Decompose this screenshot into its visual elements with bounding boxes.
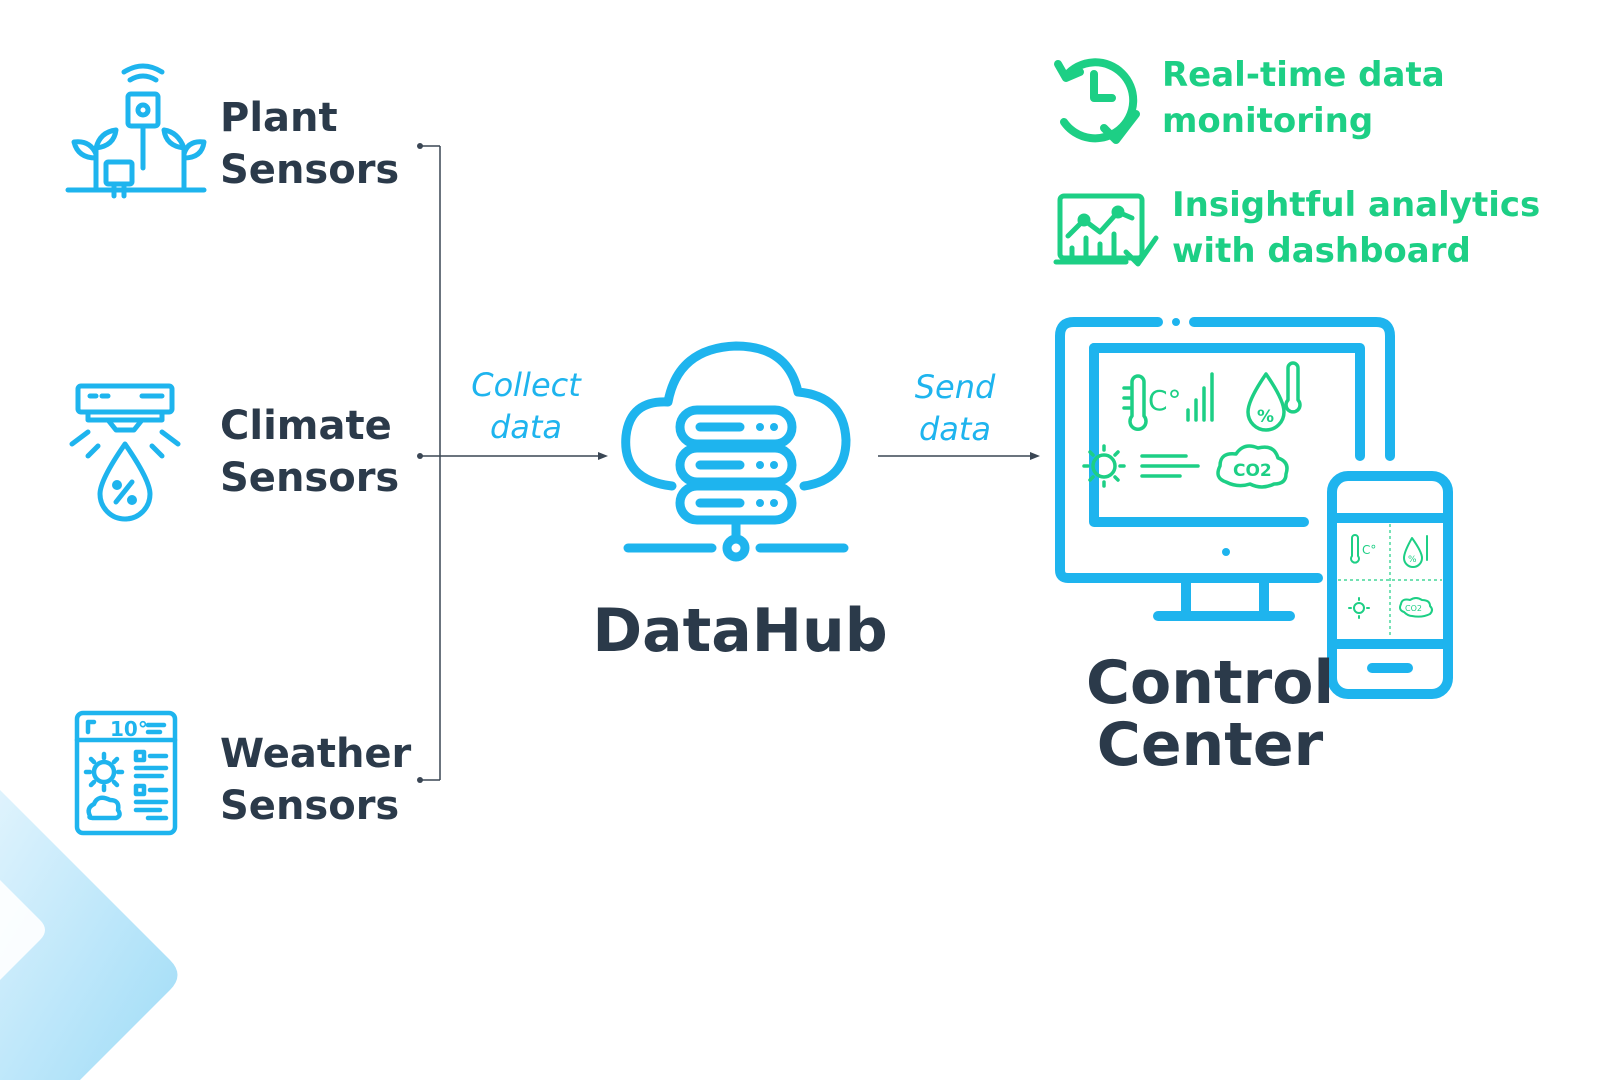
datahub-title: DataHub — [592, 596, 888, 666]
plant-sensor-icon — [65, 63, 207, 199]
climate-sensors-label: Climate Sensors — [220, 403, 400, 501]
analytics-chart-icon — [1053, 193, 1159, 267]
weather-station-icon: 10° — [74, 710, 178, 836]
send-data-label: Send data — [914, 368, 996, 448]
climate-sensor-icon — [69, 383, 181, 522]
collect-data-label: Collect data — [471, 366, 581, 446]
plant-sensors-label: Plant Sensors — [220, 95, 400, 193]
screen-temp-unit: C° — [1148, 384, 1182, 417]
monitor-and-phone-icon: C° % CO2 C° % CO2 — [1055, 317, 1453, 699]
control-center-title: Control Center — [1085, 648, 1335, 780]
phone-co2: CO2 — [1405, 604, 1422, 613]
cloud-server-icon — [621, 341, 851, 562]
screen-humidity: % — [1257, 407, 1274, 427]
feature-realtime-label: Real-time data monitoring — [1162, 55, 1445, 141]
screen-co2: CO2 — [1233, 461, 1272, 481]
clock-check-icon — [1054, 58, 1140, 144]
phone-humidity: % — [1408, 555, 1417, 565]
weather-sensors-label: Weather Sensors — [220, 731, 412, 829]
feature-analytics-label: Insightful analytics with dashboard — [1172, 185, 1541, 271]
phone-temp-unit: C° — [1362, 543, 1376, 557]
weather-temp-readout: 10° — [110, 717, 148, 741]
